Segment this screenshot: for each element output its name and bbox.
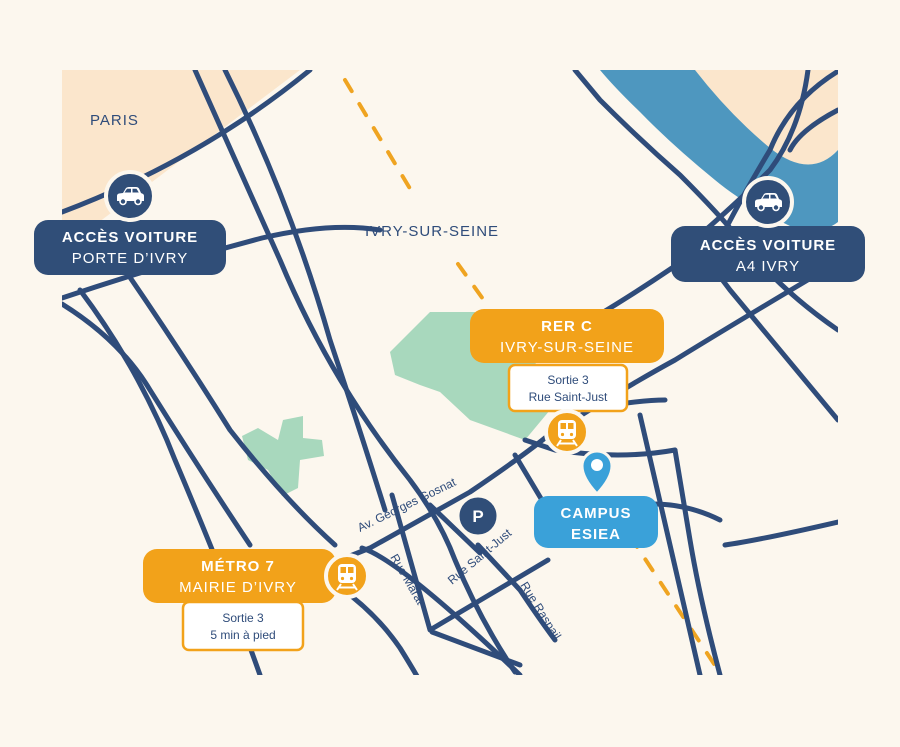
car-access-badge xyxy=(671,226,865,282)
metro-7-station[interactable]: Sortie 3 5 min à pied MÉTRO 7 MAIRIE D’I… xyxy=(143,549,370,652)
map-pin-icon xyxy=(580,449,614,497)
campus-line2: ESIEA xyxy=(571,526,621,543)
area-label-ivry: IVRY-SUR-SEINE xyxy=(365,223,499,240)
metro-exit-line1: Sortie 3 xyxy=(222,611,264,625)
campus-badge xyxy=(534,496,658,548)
car-access-porte-ivry[interactable]: ACCÈS VOITURE PORTE D’IVRY xyxy=(34,170,226,275)
campus-esiea[interactable]: CAMPUS ESIEA xyxy=(534,449,658,548)
car-icon xyxy=(104,170,156,222)
rer-exit-line2: Rue Saint-Just xyxy=(529,390,608,404)
rer-exit-line1: Sortie 3 xyxy=(547,373,589,387)
car-access-a4-ivry[interactable]: ACCÈS VOITURE A4 IVRY xyxy=(671,176,865,282)
train-icon xyxy=(324,553,370,599)
metro-exit-box xyxy=(181,600,305,652)
rer-subtitle: IVRY-SUR-SEINE xyxy=(500,339,634,356)
rer-exit-box xyxy=(507,363,629,413)
car-access-subtitle: PORTE D’IVRY xyxy=(72,250,188,267)
rer-c-station[interactable]: Sortie 3 Rue Saint-Just RER C IVRY-SUR-S… xyxy=(470,309,664,455)
campus-line1: CAMPUS xyxy=(560,505,631,522)
car-access-title: ACCÈS VOITURE xyxy=(700,237,836,254)
park-west xyxy=(242,416,324,496)
road-network xyxy=(62,70,838,675)
parking-label: P xyxy=(472,507,483,526)
metro-badge xyxy=(143,549,336,603)
car-access-badge xyxy=(34,220,226,275)
parking-marker[interactable]: P xyxy=(456,494,500,538)
metro-exit-line2: 5 min à pied xyxy=(210,628,275,642)
street-label-raspail: Rue Raspail xyxy=(517,579,564,642)
street-label-marat: Rue Marat xyxy=(387,552,427,608)
metro-subtitle: MAIRIE D’IVRY xyxy=(179,579,297,596)
car-access-title: ACCÈS VOITURE xyxy=(62,229,198,246)
metro-title: MÉTRO 7 xyxy=(201,558,275,575)
rer-badge xyxy=(470,309,664,363)
car-access-subtitle: A4 IVRY xyxy=(736,258,800,275)
train-icon xyxy=(544,409,590,455)
parking-icon xyxy=(456,494,500,538)
car-icon xyxy=(742,176,794,228)
area-label-paris: PARIS xyxy=(90,112,139,129)
rer-c-rail-line xyxy=(343,78,724,675)
rer-title: RER C xyxy=(541,318,593,335)
